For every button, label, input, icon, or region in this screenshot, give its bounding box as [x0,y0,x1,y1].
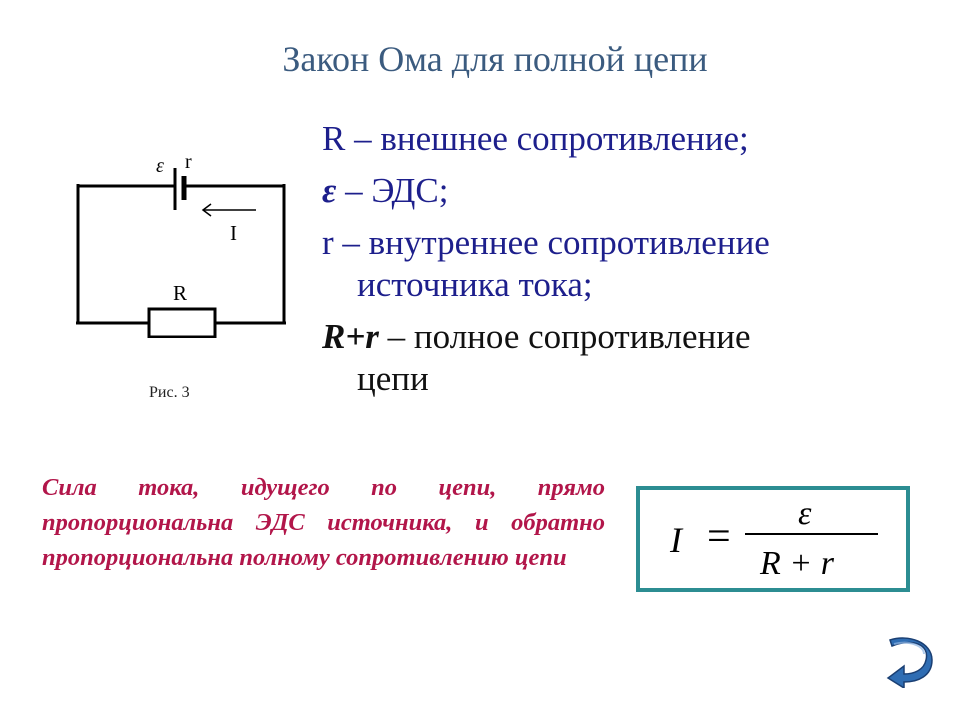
definition-symbol: R+r [322,317,379,356]
definition-item: ε – ЭДС; [322,170,922,212]
current-arrow-head [201,203,212,217]
definition-symbol: ε [322,171,337,210]
current-label: I [230,221,237,245]
formula-box: I = ε R + r [636,486,910,592]
law-statement: Сила тока, идущего по цепи, прямо пропор… [42,474,605,571]
internal-resistance-label: r [185,151,192,173]
slide-title: Закон Ома для полной цепи [282,39,708,79]
definition-text: – внутреннее сопротивление [333,223,770,262]
formula-equals: = [707,514,731,560]
definition-text: – ЭДС; [336,171,449,210]
formula-denominator: R + r [759,545,835,582]
formula: I = ε R + r [669,495,878,582]
definition-symbol: R [322,119,346,158]
definitions-list: R – внешнее сопротивление; ε – ЭДС; r – … [322,118,922,410]
definition-item: r – внутреннее сопротивление источника т… [322,222,922,306]
definition-text: – внешнее сопротивление; [345,119,749,158]
definition-continuation: источника тока; [357,265,593,304]
return-arrow-icon[interactable] [884,636,934,688]
definition-symbol: r [322,223,334,262]
definition-item: R – внешнее сопротивление; [322,118,922,160]
resistor [147,307,217,338]
emf-label: ε [156,155,164,177]
figure-caption: Рис. 3 [149,384,190,401]
formula-numerator: ε [798,495,812,532]
formula-lhs: I [669,520,684,560]
definition-continuation: цепи [357,359,429,398]
circuit-diagram: ε r I R [76,151,286,338]
definition-item: R+r – полное сопротивление цепи [322,316,922,400]
resistor-label: R [173,281,187,305]
definition-text: – полное сопротивление [378,317,751,356]
